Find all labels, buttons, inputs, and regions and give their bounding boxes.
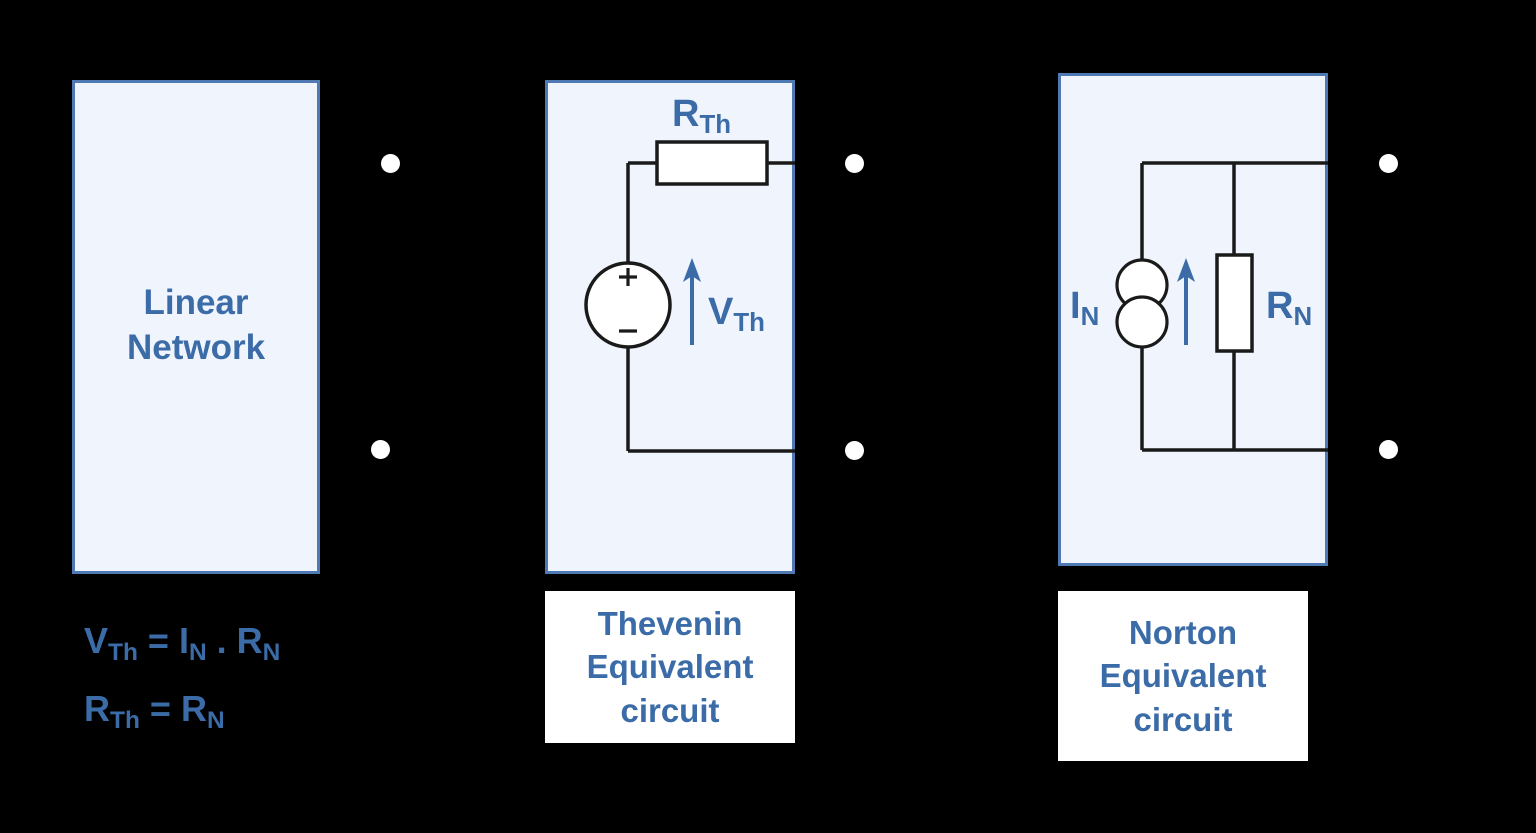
in-label-sub: N bbox=[1080, 303, 1100, 332]
rth-eq-rn: R bbox=[180, 688, 207, 729]
vth-eq-dot: . bbox=[206, 620, 237, 661]
norton-panel bbox=[1058, 73, 1328, 566]
vth-eq-i: I bbox=[178, 620, 189, 661]
vth-equation: VTh = IN . RN bbox=[84, 620, 280, 666]
norton-resistor-label: RN bbox=[1266, 285, 1313, 332]
rth-equation: RTh = RN bbox=[84, 688, 225, 734]
vth-eq-v-sub: Th bbox=[108, 638, 138, 666]
thevenin-terminal-dot-top bbox=[845, 154, 864, 173]
rth-label-sub: Th bbox=[699, 111, 732, 140]
rn-label-sub: N bbox=[1293, 303, 1313, 332]
rn-label-main: R bbox=[1266, 285, 1294, 327]
linear-network-label: Linear Network bbox=[126, 283, 266, 367]
rth-label-main: R bbox=[672, 93, 700, 135]
vth-eq-r-sub: N bbox=[262, 638, 281, 666]
vth-eq-v: V bbox=[84, 620, 109, 661]
rth-eq-r: R bbox=[84, 688, 110, 729]
voltage-source-plus-icon bbox=[619, 268, 637, 286]
norton-caption-text: Norton Equivalent circuit bbox=[1099, 613, 1267, 738]
vth-label-main: V bbox=[708, 291, 734, 333]
in-label-main: I bbox=[1070, 285, 1081, 327]
thevenin-caption-box: Thevenin Equivalent circuit bbox=[545, 591, 795, 743]
rth-eq-equals: = bbox=[139, 688, 181, 729]
vth-eq-r: R bbox=[236, 620, 263, 661]
thevenin-voltage-label: VTh bbox=[708, 291, 765, 338]
thevenin-resistor-label: RTh bbox=[672, 93, 732, 140]
linear-network-terminal-dot-bottom bbox=[371, 440, 390, 459]
thevenin-terminal-dot-bottom bbox=[845, 441, 864, 460]
norton-current-label: IN bbox=[1070, 285, 1100, 332]
norton-terminal-dot-top bbox=[1379, 154, 1398, 173]
linear-network-panel: Linear Network bbox=[72, 80, 320, 574]
vth-eq-equals: = bbox=[137, 620, 179, 661]
vth-eq-i-sub: N bbox=[188, 638, 207, 666]
norton-current-arrow-head bbox=[1177, 258, 1195, 282]
rth-eq-r-sub: Th bbox=[110, 706, 140, 734]
vth-label-sub: Th bbox=[733, 309, 765, 338]
norton-current-source-circle-bottom bbox=[1115, 295, 1169, 349]
norton-terminal-dot-bottom bbox=[1379, 440, 1398, 459]
linear-network-terminal-dot-top bbox=[381, 154, 400, 173]
thevenin-voltage-arrow-head bbox=[683, 258, 701, 282]
rth-eq-rn-sub: N bbox=[206, 706, 225, 734]
norton-caption-box: Norton Equivalent circuit bbox=[1058, 591, 1308, 761]
norton-resistor-symbol bbox=[1215, 253, 1254, 353]
thevenin-caption-text: Thevenin Equivalent circuit bbox=[586, 604, 754, 729]
